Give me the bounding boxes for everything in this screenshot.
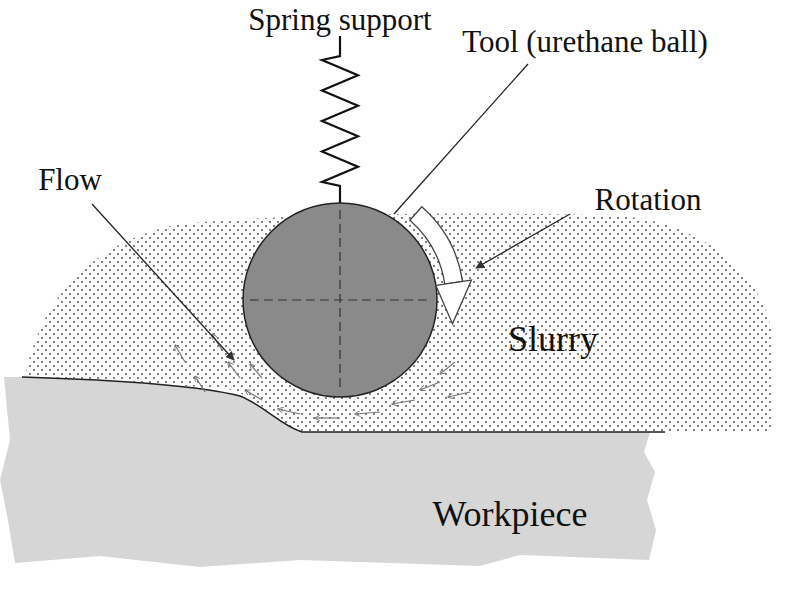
part-name: Spring support <box>248 3 431 37</box>
flow-label: Flow <box>38 163 102 197</box>
rotation-arrow <box>410 207 472 324</box>
rotation-arrow-body <box>410 207 463 284</box>
region-label: Slurry <box>508 320 598 360</box>
motion-label: Rotation <box>595 183 702 217</box>
rotation-arrow-head <box>436 280 472 324</box>
workpiece-outline <box>0 370 680 585</box>
flow-arrows <box>175 334 470 418</box>
part-name: Tool (urethane ball) <box>462 25 708 59</box>
region-label: Workpiece <box>432 495 587 535</box>
spring-symbol <box>322 36 358 204</box>
spring-coil <box>322 36 358 204</box>
leader-lines <box>92 64 570 360</box>
urethane-ball <box>243 203 437 397</box>
workpiece: Workpiece <box>0 370 680 585</box>
